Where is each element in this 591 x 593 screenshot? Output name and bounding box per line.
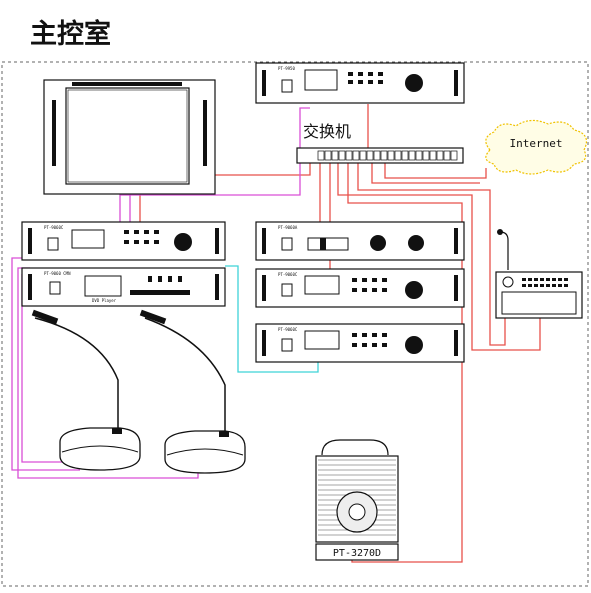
microphone-left [31, 309, 141, 471]
network-switch [296, 147, 464, 164]
dvd-unit-label: PT-9060 CMN [44, 271, 71, 276]
rack-unit-right-1 [255, 221, 465, 261]
rack-unit-center [21, 221, 226, 261]
rack-unit-top [255, 62, 465, 104]
control-console [495, 229, 583, 319]
right-unit-3-label: PT-9060C [278, 327, 298, 332]
right-unit-1-label: PT-9060A [278, 225, 298, 230]
dvd-text-label: DVD Player [92, 298, 117, 303]
monitor-display [43, 79, 216, 195]
center-unit-label: PT-9060C [44, 225, 64, 230]
switch-label: 交换机 [303, 122, 352, 141]
subwoofer-speaker [315, 439, 399, 561]
internet-cloud [485, 119, 587, 175]
diagram-border [1, 61, 589, 587]
top-unit-label: PT-9950 [278, 66, 295, 71]
page-title: 主控室 [30, 19, 111, 50]
microphone-right [139, 309, 246, 474]
dvd-player-unit [21, 267, 226, 307]
subwoofer-label: PT-3270D [333, 548, 381, 559]
internet-label: Internet [510, 137, 563, 150]
rack-unit-right-2 [255, 268, 465, 308]
rack-unit-right-3 [255, 323, 465, 363]
right-unit-2-label: PT-9060C [278, 272, 298, 277]
